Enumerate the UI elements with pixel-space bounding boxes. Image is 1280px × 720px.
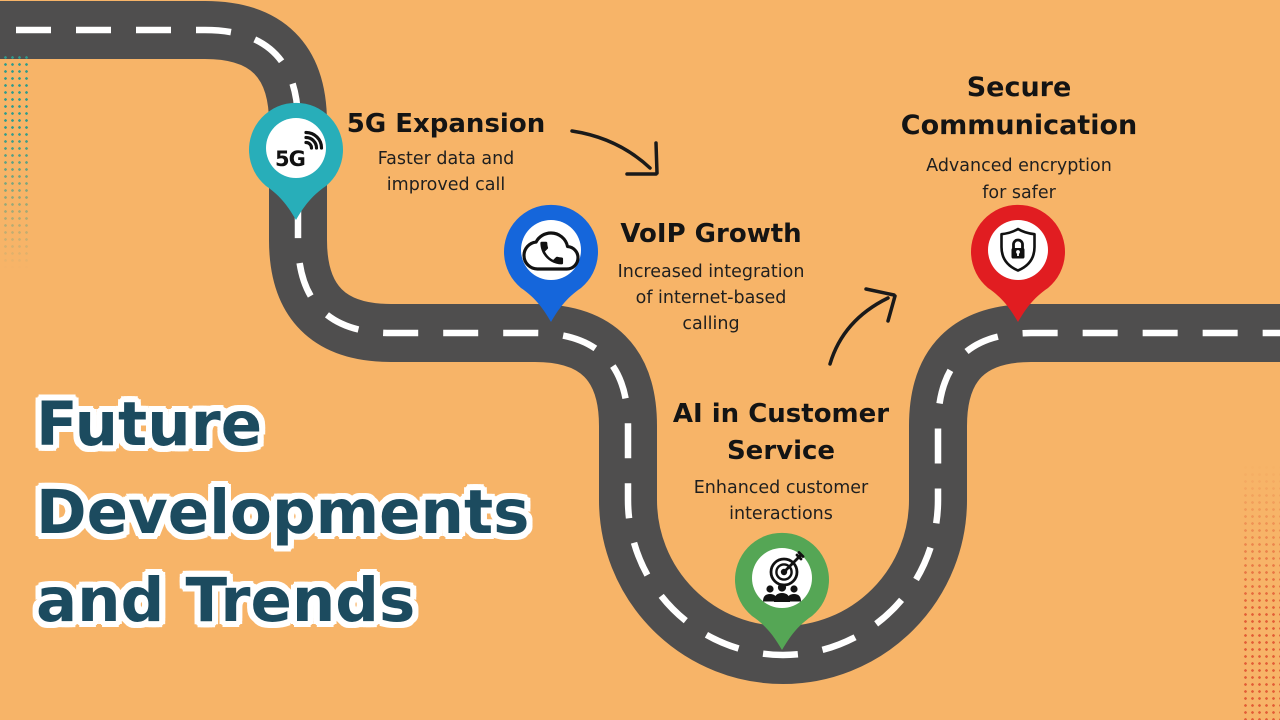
- map-pin-voip: [504, 204, 598, 322]
- target-team-icon: [763, 551, 805, 602]
- milestone-title-line: VoIP Growth: [620, 219, 802, 249]
- cloud-call-icon: [522, 231, 580, 271]
- page-title-line: Developments: [36, 477, 530, 548]
- dots-pattern-right: [1242, 464, 1280, 720]
- page-title-line: and Trends: [36, 565, 416, 636]
- map-pin-ai: [735, 532, 829, 650]
- page-title-line: Future: [36, 389, 263, 460]
- milestone-5g-expansion: 5G Expansion Faster data and improved ca…: [332, 108, 560, 198]
- arrow-to-secure-icon: [828, 287, 897, 366]
- milestone-description: Advanced encryption for safer: [888, 153, 1150, 207]
- milestone-title: 5G Expansion: [332, 108, 560, 141]
- milestone-secure-communication: Secure Communication Advanced encryption…: [888, 69, 1150, 207]
- milestone-title-line: 5G Expansion: [346, 109, 546, 139]
- milestone-desc-line: of internet-based: [635, 288, 787, 308]
- milestone-description: Increased integration of internet-based …: [597, 259, 825, 337]
- milestone-title-line: Secure: [966, 72, 1072, 103]
- page-title: Future Developments and Trends: [36, 381, 529, 645]
- milestone-description: Enhanced customer interactions: [650, 475, 912, 527]
- shield-lock-icon: [1000, 227, 1036, 272]
- milestone-title: Secure Communication: [888, 69, 1150, 145]
- milestone-desc-line: Advanced encryption: [926, 156, 1112, 176]
- milestone-title-line: Service: [726, 436, 836, 466]
- milestone-title-line: Communication: [900, 110, 1138, 141]
- milestone-desc-line: improved call: [386, 175, 506, 195]
- arrow-to-voip-icon: [570, 129, 659, 176]
- pin-inner-circle: [752, 548, 812, 608]
- milestone-voip-growth: VoIP Growth Increased integration of int…: [597, 218, 825, 337]
- dots-pattern-left: [2, 54, 32, 269]
- 5g-signal-icon: 5G: [275, 130, 324, 171]
- milestone-desc-line: Faster data and: [377, 149, 515, 169]
- milestone-desc-line: for safer: [982, 183, 1056, 203]
- milestone-desc-line: Increased integration: [617, 262, 805, 282]
- milestone-title: AI in Customer Service: [650, 396, 912, 470]
- map-pin-secure: [971, 204, 1065, 322]
- milestone-title: VoIP Growth: [597, 218, 825, 251]
- map-pin-5g: 5G: [249, 102, 343, 220]
- milestone-desc-line: interactions: [729, 504, 833, 524]
- milestone-desc-line: calling: [682, 314, 740, 334]
- milestone-ai-customer-service: AI in Customer Service Enhanced customer…: [650, 396, 912, 527]
- milestone-description: Faster data and improved call: [332, 146, 560, 198]
- milestone-title-line: AI in Customer: [672, 399, 890, 429]
- milestone-desc-line: Enhanced customer: [693, 478, 869, 498]
- road-center-line: [0, 26, 1280, 659]
- 5g-label: 5G: [275, 147, 305, 171]
